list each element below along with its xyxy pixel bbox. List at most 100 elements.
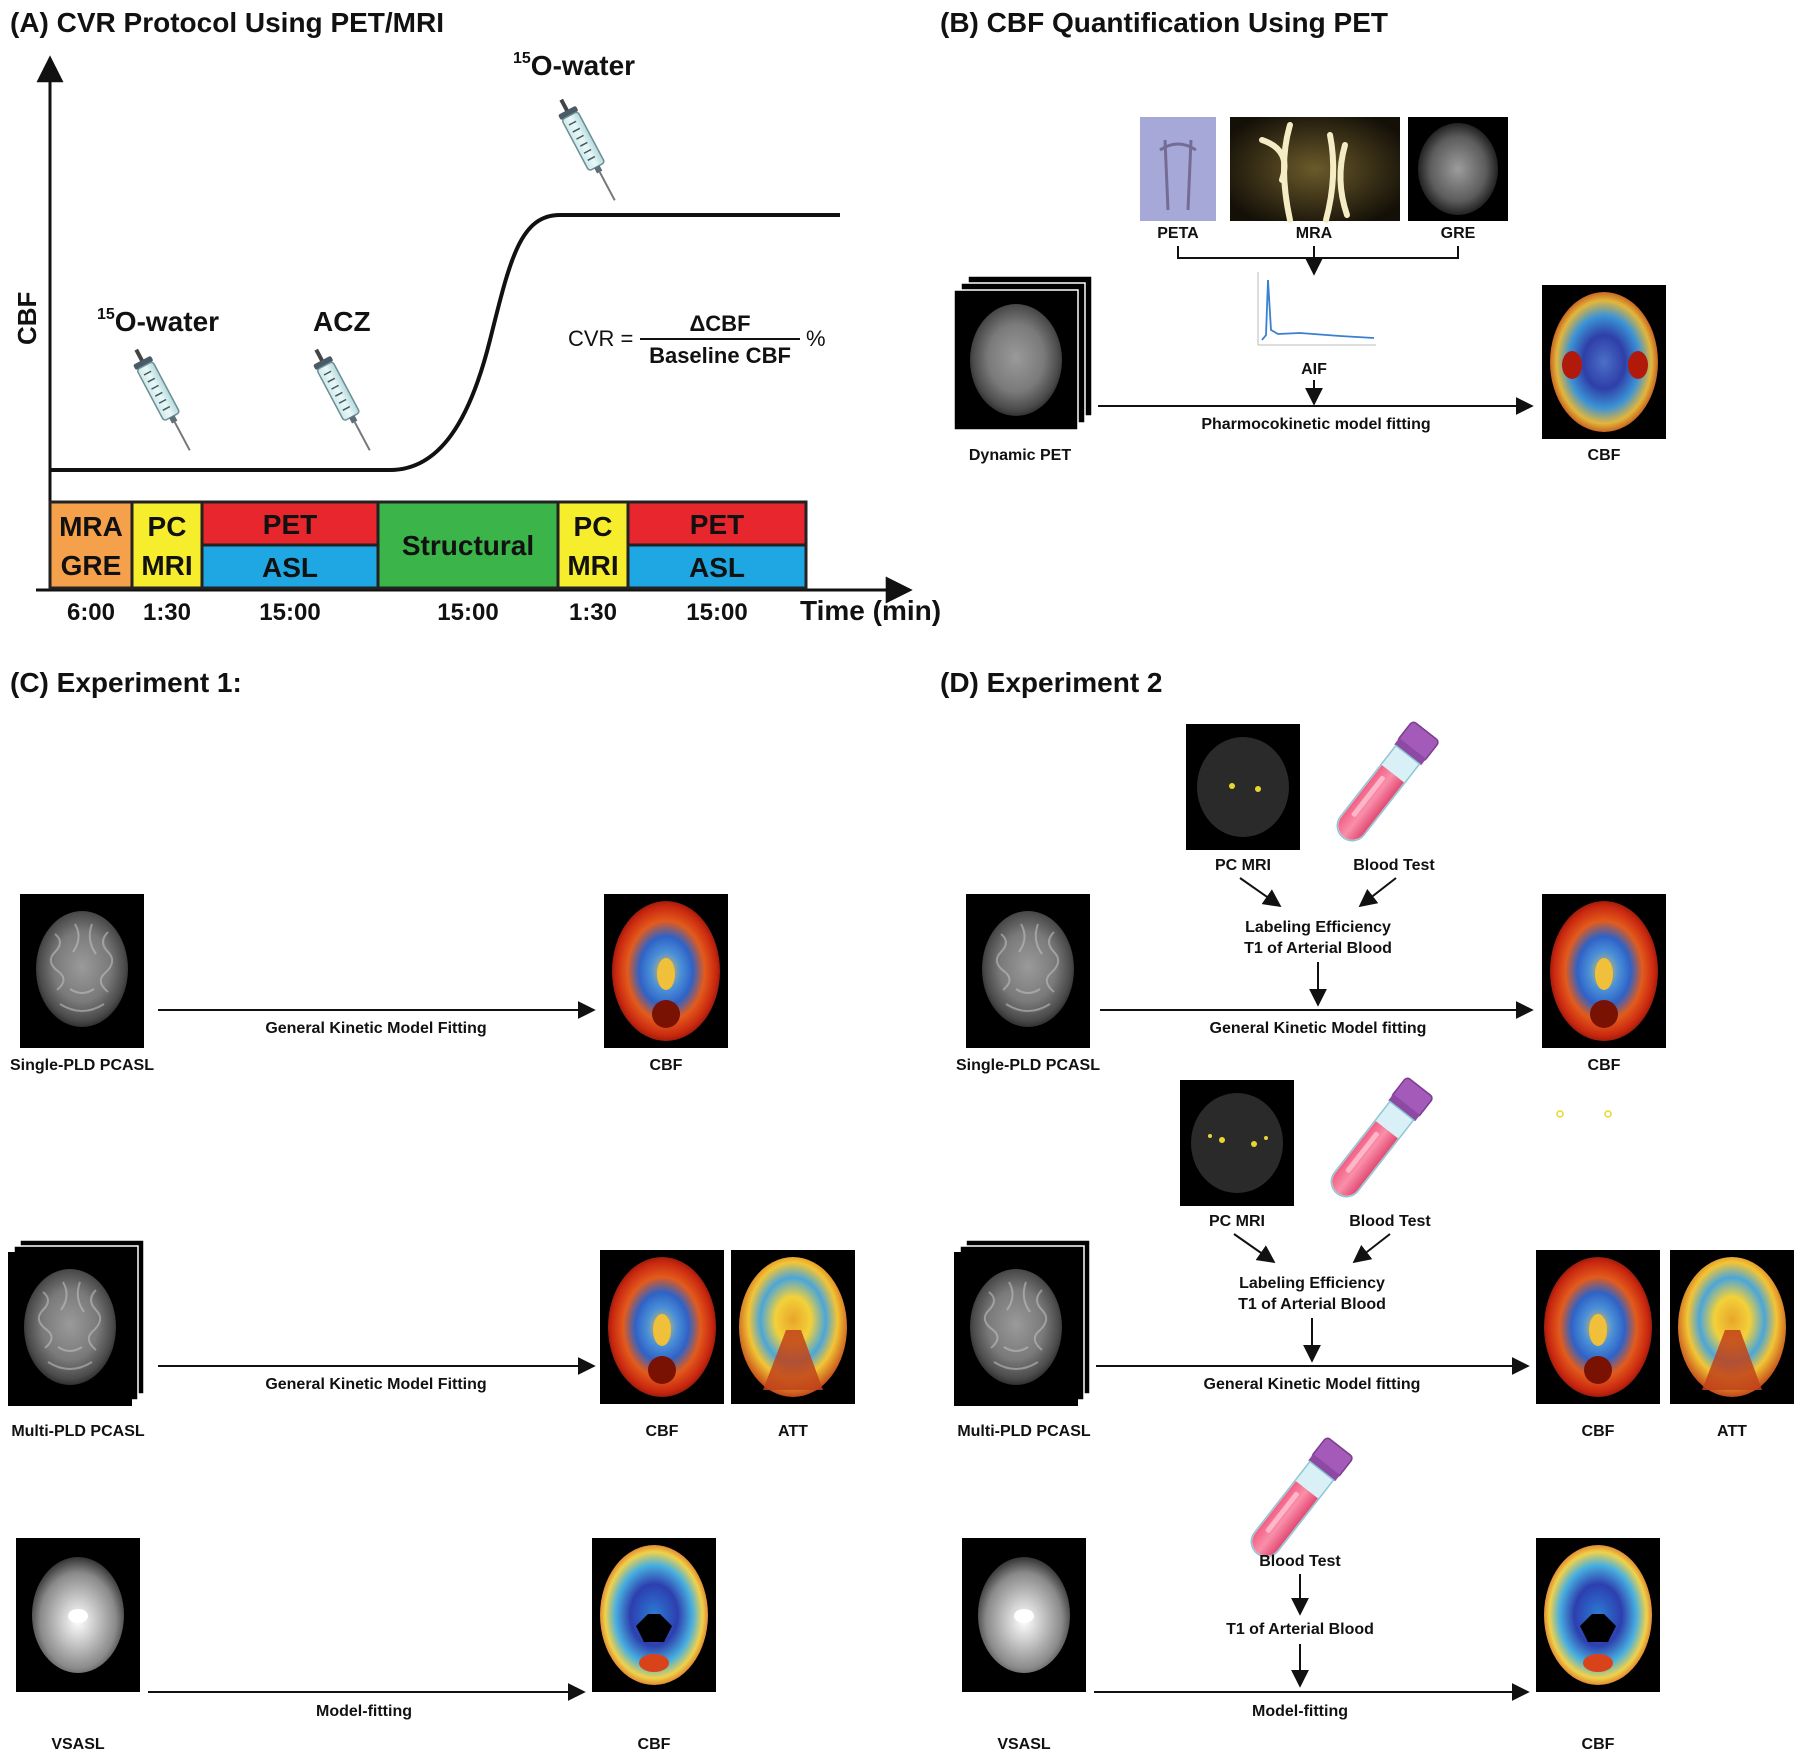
arrow xyxy=(1239,877,1282,908)
panel-b-title: (B) CBF Quantification Using PET xyxy=(940,7,1388,38)
block-pc-mri-2 xyxy=(558,502,628,588)
block-mra-gre xyxy=(50,502,132,588)
output-label: CBF xyxy=(1582,1736,1615,1753)
input-label: Multi-PLD PCASL xyxy=(11,1423,145,1440)
cvr-numerator: ΔCBF xyxy=(689,311,750,336)
input-label: VSASL xyxy=(51,1736,105,1753)
block-pet-2 xyxy=(628,502,806,545)
cvr-lhs: CVR = xyxy=(568,326,633,351)
mra-image xyxy=(1230,117,1400,221)
acz-label: ACZ xyxy=(313,306,371,337)
pc-mri-image xyxy=(1186,724,1300,850)
panel-d-title: (D) Experiment 2 xyxy=(940,667,1163,698)
param-label: Labeling Efficiency xyxy=(1245,919,1391,936)
output-label: CBF xyxy=(650,1057,683,1074)
process-label: Pharmocokinetic model fitting xyxy=(1201,416,1430,433)
blood-tube-icon xyxy=(1328,719,1441,849)
y-axis-label: CBF xyxy=(12,292,42,345)
blood-tube-icon xyxy=(1322,1075,1435,1205)
dynamic-pet-label: Dynamic PET xyxy=(969,447,1071,464)
param-label: T1 of Arterial Blood xyxy=(1244,940,1392,957)
block-asl-2 xyxy=(628,545,806,588)
block-label: MRA xyxy=(59,511,123,542)
blood-test-label: Blood Test xyxy=(1259,1553,1341,1570)
pc-mri-label: PC MRI xyxy=(1215,857,1271,874)
aif-label: AIF xyxy=(1301,361,1327,378)
blood-test-label: Blood Test xyxy=(1349,1213,1431,1230)
peta-label: PETA xyxy=(1157,225,1199,242)
panel-c-title: (C) Experiment 1: xyxy=(10,667,242,698)
block-pc-mri-1 xyxy=(132,502,202,588)
process-label: General Kinetic Model Fitting xyxy=(265,1376,486,1393)
duration-label: 6:00 xyxy=(67,599,115,626)
syringe-icon xyxy=(126,343,200,457)
block-label: Structural xyxy=(402,530,534,561)
protocol-timeline: MRA GRE PC MRI PET ASL Structural PC MRI… xyxy=(48,500,808,626)
duration-label: 15:00 xyxy=(437,599,498,626)
block-label: GRE xyxy=(61,550,122,581)
att-map xyxy=(731,1250,855,1404)
block-structural xyxy=(378,502,558,588)
blood-test-label: Blood Test xyxy=(1353,857,1435,874)
cbf-map xyxy=(1536,1538,1660,1692)
arrow xyxy=(1352,1233,1391,1264)
cvr-percent: % xyxy=(806,326,826,351)
process-label: Model-fitting xyxy=(1252,1703,1348,1720)
single-pld-image xyxy=(965,893,1091,1049)
input-label: VSASL xyxy=(997,1736,1051,1753)
x-axis-label: Time (min) xyxy=(800,595,941,626)
output-label: ATT xyxy=(1717,1423,1747,1440)
single-pld-image xyxy=(19,893,145,1049)
mra-label: MRA xyxy=(1296,225,1333,242)
multi-pld-stack xyxy=(954,1240,1090,1406)
marker-dot xyxy=(1604,1110,1612,1118)
block-label: MRI xyxy=(141,550,192,581)
att-map xyxy=(1670,1250,1794,1404)
output-label: ATT xyxy=(778,1423,808,1440)
syringe-icon xyxy=(306,343,380,457)
vsasl-image xyxy=(962,1538,1086,1692)
cbf-map xyxy=(1542,894,1666,1048)
process-label: General Kinetic Model fitting xyxy=(1210,1020,1427,1037)
arrow xyxy=(1358,877,1397,908)
block-label: ASL xyxy=(689,552,745,583)
water-injection-1-label: 15O-water xyxy=(97,306,219,337)
block-label: ASL xyxy=(262,552,318,583)
panel-b: (B) CBF Quantification Using PET PETA MR… xyxy=(940,7,1666,464)
pc-mri-image xyxy=(1180,1080,1294,1206)
duration-label: 15:00 xyxy=(259,599,320,626)
syringe-icon xyxy=(551,93,625,207)
duration-label: 1:30 xyxy=(569,599,617,626)
arrow xyxy=(1233,1233,1276,1264)
block-label: MRI xyxy=(567,550,618,581)
process-label: Model-fitting xyxy=(316,1703,412,1720)
param-label: T1 of Arterial Blood xyxy=(1226,1621,1374,1638)
block-label: PET xyxy=(690,509,744,540)
process-label: General Kinetic Model fitting xyxy=(1204,1376,1421,1393)
output-label: CBF xyxy=(1588,1057,1621,1074)
param-label: Labeling Efficiency xyxy=(1239,1275,1385,1292)
block-pet-1 xyxy=(202,502,378,545)
aif-plot xyxy=(1257,272,1376,346)
duration-label: 1:30 xyxy=(143,599,191,626)
duration-label: 15:00 xyxy=(686,599,747,626)
input-label: Multi-PLD PCASL xyxy=(957,1423,1091,1440)
block-asl-1 xyxy=(202,545,378,588)
input-label: Single-PLD PCASL xyxy=(10,1057,154,1074)
peta-image xyxy=(1140,117,1216,221)
panel-a-title: (A) CVR Protocol Using PET/MRI xyxy=(10,7,444,38)
output-label: CBF xyxy=(638,1736,671,1753)
cvr-equation: CVR = ΔCBF Baseline CBF % xyxy=(568,311,826,368)
blood-tube-icon xyxy=(1242,1435,1355,1565)
process-label: General Kinetic Model Fitting xyxy=(265,1020,486,1037)
block-label: PC xyxy=(574,511,613,542)
output-label: CBF xyxy=(1582,1423,1615,1440)
input-label: Single-PLD PCASL xyxy=(956,1057,1100,1074)
dynamic-pet-stack xyxy=(953,275,1093,431)
cbf-map xyxy=(604,894,728,1048)
multi-pld-stack xyxy=(8,1240,144,1406)
marker-dot xyxy=(1556,1110,1564,1118)
output-label: CBF xyxy=(646,1423,679,1440)
vsasl-image xyxy=(16,1538,140,1692)
block-label: PC xyxy=(148,511,187,542)
